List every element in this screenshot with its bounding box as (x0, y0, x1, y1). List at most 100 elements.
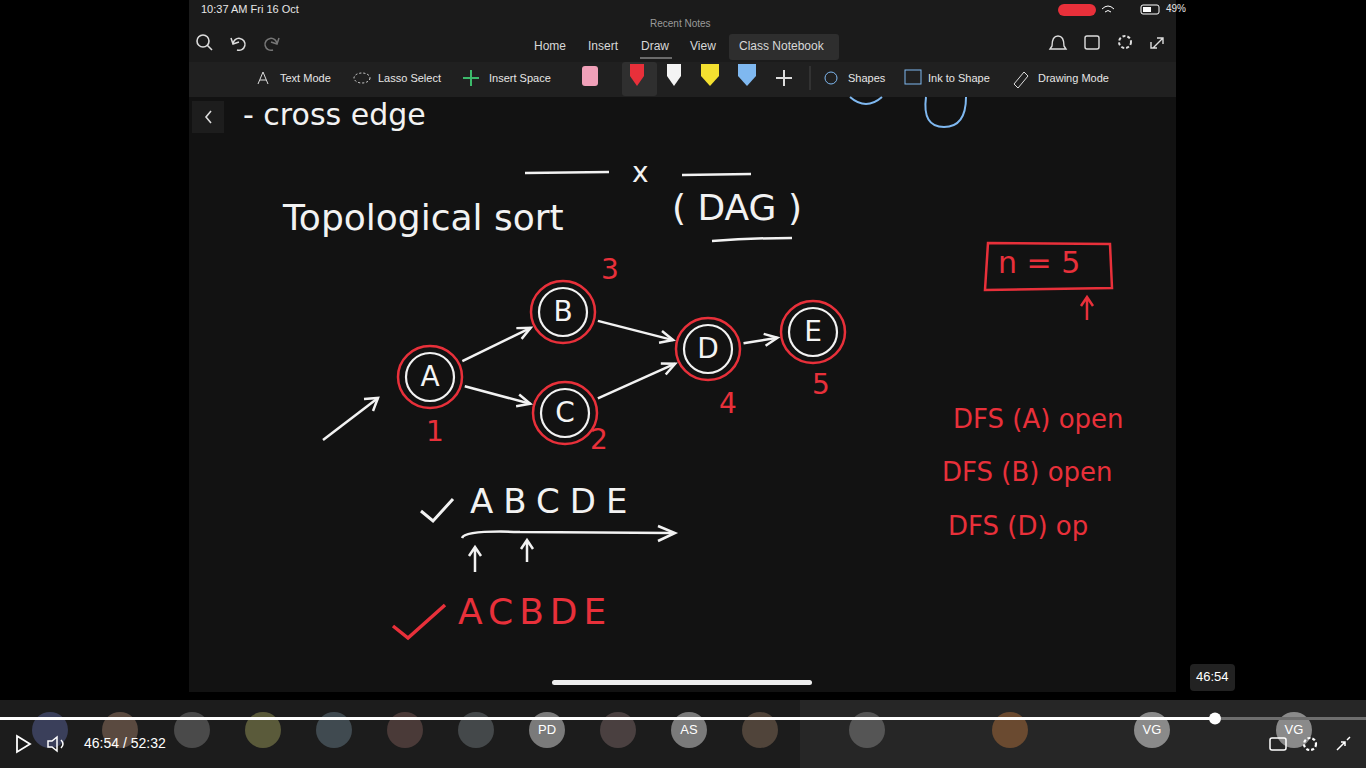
tool-button: Insert Space (489, 72, 551, 85)
eraser-tool (582, 66, 598, 86)
progress-fill (0, 717, 1215, 720)
notes-title: Recent Notes (650, 18, 711, 30)
minimize-icon (1337, 737, 1350, 750)
graph-vertex: E (779, 298, 847, 366)
record-pill (1058, 4, 1096, 16)
red-pen (630, 64, 644, 86)
progress-track (0, 717, 1366, 720)
arrowhead (764, 334, 778, 346)
time-tooltip: 46:54 (1190, 664, 1235, 691)
tool-bar (189, 62, 1176, 97)
participant-strip (800, 700, 1366, 768)
vertex-ring (533, 382, 597, 444)
ink-circle (925, 97, 966, 127)
vertex-circle (541, 389, 589, 437)
undo-icon (231, 38, 245, 50)
directed-edge (462, 328, 530, 361)
captions-icon (1270, 738, 1286, 750)
entry-arrow (323, 398, 378, 440)
menu-tab: Home (534, 40, 566, 54)
home-indicator (552, 680, 812, 685)
tool-button: Shapes (848, 72, 885, 85)
blue-highlighter (738, 64, 756, 86)
redo-icon (265, 38, 279, 50)
battery-level (1143, 7, 1151, 12)
vertex-label: B (553, 298, 572, 326)
avatar-initials: VG (1143, 723, 1162, 738)
menu-tab: Draw (641, 40, 669, 54)
share-icon (1085, 36, 1099, 49)
text-mode-icon (258, 72, 268, 84)
pointer-arrow (469, 547, 481, 572)
ink-stroke (682, 174, 751, 175)
arrowhead (516, 395, 530, 407)
back-button (192, 101, 224, 133)
vertex-ring (676, 318, 740, 380)
play-icon (17, 736, 30, 752)
vertex-circle (539, 288, 587, 336)
arrowhead (661, 364, 675, 375)
menu-tab: View (690, 40, 716, 54)
edge-line (598, 364, 675, 399)
order-sequence: ACBDE (458, 591, 612, 632)
edge-line (598, 321, 673, 340)
heading-text: Topological sort (283, 197, 564, 238)
arrowhead (516, 328, 530, 339)
pointer-arrow (1081, 297, 1093, 320)
ink-stroke (525, 172, 609, 173)
note-text: DFS (A) open (953, 405, 1124, 435)
direction-arrowhead (658, 526, 675, 541)
add-pen-icon (776, 70, 792, 86)
participant-strip (0, 700, 1366, 768)
whiteboard (189, 0, 1176, 692)
entry-arrowhead (364, 398, 378, 411)
volume-icon (48, 737, 63, 751)
insert-space-icon (463, 70, 479, 86)
active-tab (729, 34, 839, 60)
tab-bar (189, 0, 1176, 62)
search-icon (207, 45, 212, 50)
ink-circle (850, 97, 882, 104)
directed-edge (598, 364, 675, 399)
directed-edge (465, 386, 530, 406)
callout-number: 1 (426, 416, 444, 448)
edge-line (462, 328, 530, 361)
callout-number: 3 (601, 254, 619, 286)
note-text: x (632, 157, 649, 189)
lasso-icon (354, 73, 370, 83)
tool-button: Ink to Shape (928, 72, 990, 85)
settings-icon (1304, 738, 1316, 750)
ink-to-shape-icon (905, 70, 921, 84)
vertex-label: A (420, 363, 439, 391)
separator (810, 66, 811, 90)
selected-tool (622, 62, 657, 96)
white-pen (667, 64, 681, 86)
pointer-arrow (521, 540, 533, 562)
check-mark (421, 499, 453, 521)
battery-icon (1141, 5, 1159, 14)
tool-button: Drawing Mode (1038, 72, 1109, 85)
graph-vertex: A (396, 343, 464, 411)
graph-vertex: C (531, 379, 599, 447)
callout-number: 4 (719, 388, 737, 420)
note-text: - cross edge (243, 98, 426, 133)
note-text: ( DAG ) (672, 187, 802, 228)
note-text: n = 5 (998, 246, 1080, 281)
time-display: 46:54 / 52:32 (84, 735, 166, 751)
fullscreen-icon (1151, 38, 1163, 48)
highlight-box (985, 243, 1112, 290)
wifi-icon (1102, 6, 1114, 12)
vertex-ring (398, 346, 462, 408)
vertex-ring (531, 281, 595, 343)
menu-tab: Insert (588, 40, 618, 54)
direction-arrow (462, 532, 672, 538)
note-text: DFS (D) op (948, 512, 1088, 542)
tool-button: Text Mode (280, 72, 331, 85)
note-text: DFS (B) open (942, 458, 1113, 488)
graph-vertex: D (674, 315, 742, 383)
vertex-label: E (804, 318, 822, 346)
battery-percent: 49% (1166, 3, 1186, 15)
vertex-circle (789, 308, 837, 356)
